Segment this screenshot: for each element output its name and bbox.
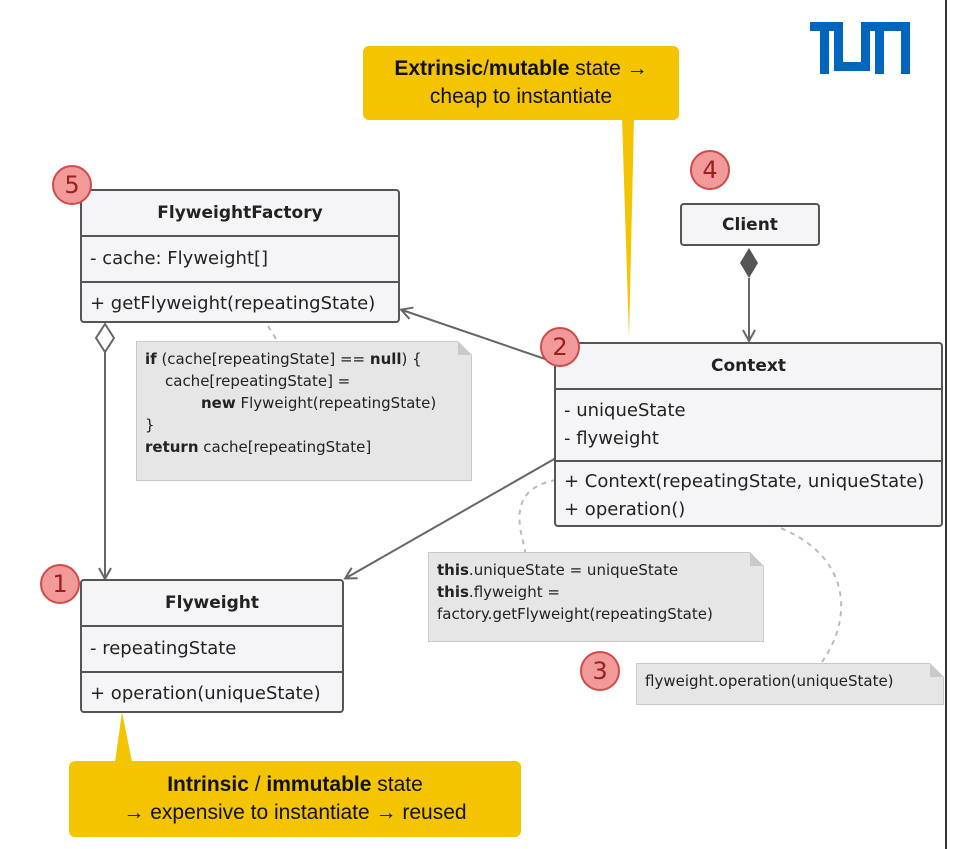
class-methods: + getFlyweight(repeatingState) [82,283,398,325]
kw-return: return [145,438,199,456]
code: cache[repeatingState] = [165,372,351,390]
note-context-constructor: this.uniqueState = uniqueState this.flyw… [428,552,764,642]
factory-note-link [267,325,279,343]
code: ) { [401,350,422,368]
composition-diamond [740,248,758,278]
callout-immutable-word: immutable [266,773,372,796]
callout-sep: / [483,57,489,80]
callout-intrinsic: Intrinsic / immutable state → expensive … [69,761,521,837]
callout-sep: / [248,773,267,796]
field: - cache: Flyweight[] [90,248,269,269]
class-context: Context - uniqueState - flyweight + Cont… [554,342,943,527]
code: .flyweight = [468,583,560,601]
callout-line2: cheap to instantiate [429,85,613,108]
class-fields: - cache: Flyweight[] [82,237,398,283]
context-factory-edge [402,310,555,363]
aggregation-diamond [94,322,116,354]
operation-note-link [702,511,843,663]
code: flyweight.operation(uniqueState) [645,672,894,690]
badge-1: 1 [40,564,80,604]
context-note-link [518,479,557,553]
callout-extrinsic: Extrinsic/mutable state → cheap to insta… [363,46,679,120]
note-fold [750,552,764,566]
field: - flyweight [564,428,659,449]
callout-intrinsic-word: Intrinsic [167,773,249,796]
method: + operation(uniqueState) [90,683,321,704]
callout-text: state [371,773,423,796]
class-name: Client [722,214,778,235]
code: Flyweight(repeatingState) [235,394,437,412]
code: } [145,416,155,434]
note-fold [930,663,944,677]
class-methods: + operation(uniqueState) [82,673,342,715]
kw-new: new [201,394,236,412]
kw-if: if [145,350,157,368]
callout-extrinsic-word: Extrinsic [394,57,484,80]
class-methods: + Context(repeatingState, uniqueState) +… [556,462,941,529]
callout-top-pointer [622,118,634,338]
kw-this: this [437,583,469,601]
field: - repeatingState [90,638,237,659]
class-flyweight: Flyweight - repeatingState + operation(u… [80,579,344,713]
field: - uniqueState [564,400,686,421]
code: .uniqueState = uniqueState [468,561,679,579]
tum-logo [810,22,910,74]
class-flyweight-factory: FlyweightFactory - cache: Flyweight[] + … [80,189,400,323]
code: (cache[repeatingState] == [156,350,370,368]
class-name: Flyweight [82,581,342,627]
note-operation: flyweight.operation(uniqueState) [636,663,944,705]
kw-this: this [437,561,469,579]
class-name: FlyweightFactory [82,191,398,237]
code: cache[repeatingState] [198,438,372,456]
note-fold [458,341,472,355]
class-fields: - uniqueState - flyweight [556,390,941,462]
badge-5: 5 [52,165,92,205]
class-name: Context [556,344,941,390]
note-get-flyweight: if (cache[repeatingState] == null) { cac… [136,341,472,481]
method: + operation() [564,498,686,520]
callout-text: state → [569,57,648,80]
callout-mutable-word: mutable [488,57,570,80]
class-fields: - repeatingState [82,627,342,673]
method: + Context(repeatingState, uniqueState) [564,470,925,492]
class-client: Client [680,203,820,246]
method: + getFlyweight(repeatingState) [90,293,376,314]
badge-2: 2 [540,327,580,367]
callout-line2: → expensive to instantiate → reused [123,801,467,824]
context-flyweight-edge [346,457,557,578]
kw-null: null [369,350,402,368]
code: factory.getFlyweight(repeatingState) [437,605,713,623]
badge-4: 4 [690,150,730,190]
badge-3: 3 [580,651,620,691]
callout-bottom-pointer [115,712,132,762]
